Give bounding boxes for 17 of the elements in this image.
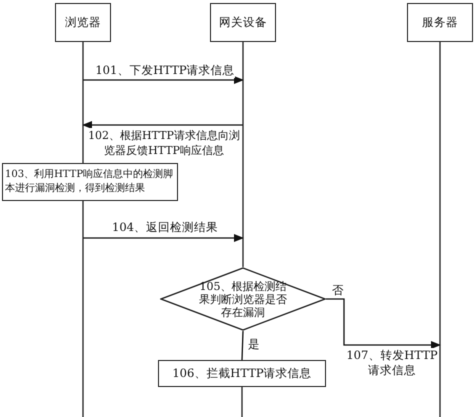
branch-label: 否 — [332, 283, 344, 298]
process-box: 103、利用HTTP响应信息中的检测脚本进行漏洞检测，得到检测结果 — [2, 163, 178, 201]
edge-label: 是 — [247, 337, 261, 352]
participant-box: 网关设备 — [210, 3, 276, 42]
arrow — [82, 121, 243, 129]
edge-label: 101、下发HTTP请求信息 — [95, 63, 235, 78]
edge-label: 107、转发HTTP请求信息 — [346, 348, 438, 378]
decision-text: 105、根据检测结果判断浏览器是否存在漏洞 — [199, 280, 287, 318]
participant-box: 服务器 — [407, 3, 473, 42]
edge-label: 102、根据HTTP请求信息向浏览器反馈HTTP响应信息 — [88, 128, 240, 158]
arrow — [83, 76, 244, 84]
connector-line — [241, 330, 244, 360]
participant-box: 浏览器 — [55, 3, 111, 42]
edge-label: 104、返回检测结果 — [110, 220, 220, 235]
process-box: 106、拦截HTTP请求信息 — [158, 360, 326, 387]
arrow — [326, 298, 441, 349]
arrow — [83, 234, 244, 242]
